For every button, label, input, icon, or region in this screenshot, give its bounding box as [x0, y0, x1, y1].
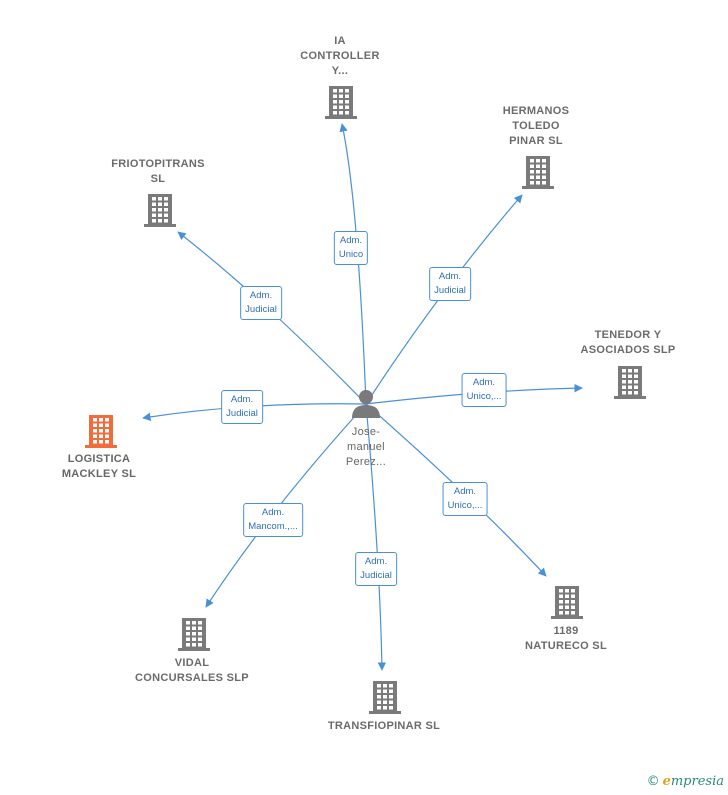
building-icon-logistica-mackley[interactable]	[85, 415, 117, 448]
company-label-ia-controller[interactable]: IA CONTROLLER Y...	[300, 35, 380, 77]
building-icon-vidal-concursales[interactable]	[178, 618, 210, 651]
company-label-tenedor-asociados[interactable]: TENEDOR Y ASOCIADOS SLP	[580, 329, 676, 356]
role-badge-natureco[interactable]: Adm. Unico,...	[442, 482, 488, 516]
company-label-logistica-mackley[interactable]: LOGISTICA MACKLEY SL	[61, 453, 137, 480]
brand-logo-rest: mpresia	[670, 774, 724, 789]
company-label-friotopitrans[interactable]: FRIOTOPITRANS SL	[111, 158, 205, 185]
copyright-symbol: ©	[646, 774, 660, 789]
center-person-name[interactable]: Jose- manuel Perez...	[345, 426, 387, 468]
role-badge-logistica-mackley[interactable]: Adm. Judicial	[221, 390, 263, 424]
building-icon-ia-controller[interactable]	[325, 86, 357, 119]
footer-brand: ©empresia	[647, 774, 724, 789]
role-badge-ia-controller[interactable]: Adm. Unico	[333, 231, 369, 265]
building-icon-transfiopinar[interactable]	[369, 681, 401, 714]
building-icon-tenedor-asociados[interactable]	[614, 366, 646, 399]
brand-logo-e: e	[662, 774, 671, 789]
role-badge-friotopitrans[interactable]: Adm. Judicial	[240, 286, 282, 320]
building-icon-natureco[interactable]	[551, 586, 583, 619]
company-label-natureco[interactable]: 1189 NATURECO SL	[525, 625, 607, 652]
role-badge-vidal-concursales[interactable]: Adm. Mancom.,...	[243, 503, 303, 537]
person-icon[interactable]	[352, 390, 380, 418]
company-label-hermanos-toledo[interactable]: HERMANOS TOLEDO PINAR SL	[502, 105, 570, 147]
building-icon-friotopitrans[interactable]	[144, 194, 176, 227]
building-icon-hermanos-toledo[interactable]	[522, 156, 554, 189]
role-badge-tenedor-asociados[interactable]: Adm. Unico,...	[461, 373, 507, 407]
role-badge-transfiopinar[interactable]: Adm. Judicial	[355, 552, 397, 586]
company-label-transfiopinar[interactable]: TRANSFIOPINAR SL	[327, 720, 441, 732]
company-label-vidal-concursales[interactable]: VIDAL CONCURSALES SLP	[135, 657, 249, 684]
role-badge-hermanos-toledo[interactable]: Adm. Judicial	[429, 267, 471, 301]
edge-transfiopinar	[365, 403, 387, 671]
